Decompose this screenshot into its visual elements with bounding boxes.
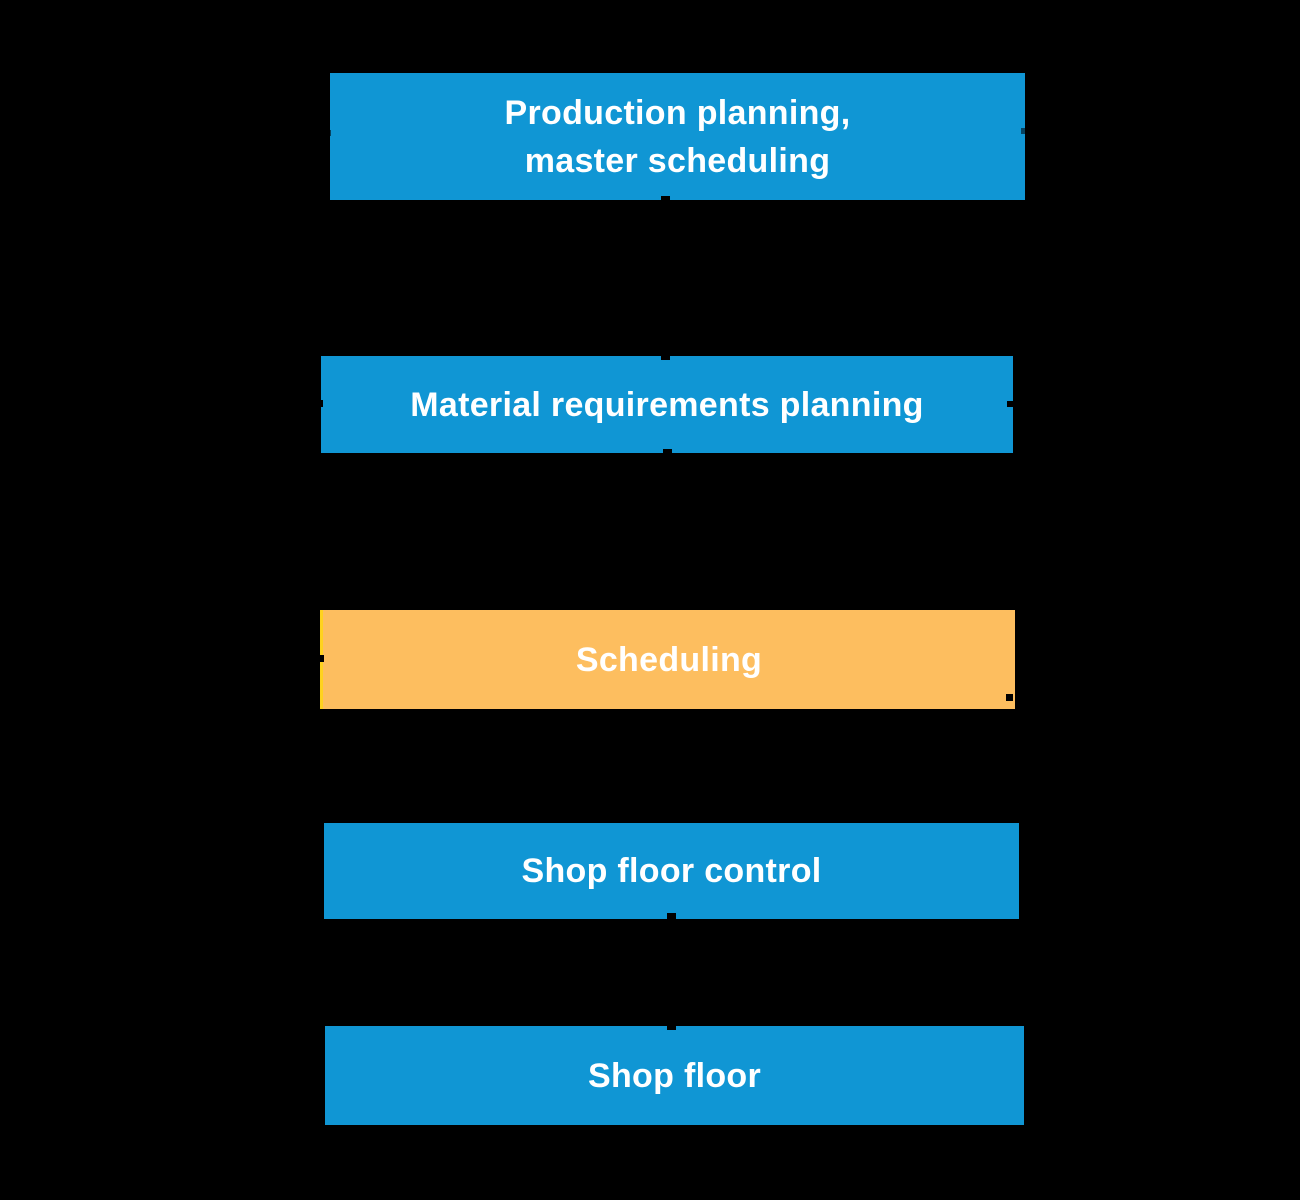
arrow-tip-icon [318, 655, 324, 662]
arrow-tip-icon [661, 356, 670, 360]
arrow-tip-icon [663, 449, 672, 454]
box-label-line: Material requirements planning [410, 385, 924, 424]
flow-box-shop-floor: Shop floor [325, 1026, 1024, 1125]
arrow-tip-icon [661, 196, 670, 201]
box-label-line: master scheduling [524, 141, 831, 180]
flow-box-scheduling: Scheduling [320, 610, 1015, 709]
arrow-tip-icon [1007, 401, 1014, 407]
arrow-tip-icon [327, 130, 331, 136]
box-label-line: Scheduling [575, 640, 763, 679]
box-label-line: Shop floor control [521, 852, 822, 890]
arrow-tip-icon [667, 913, 676, 919]
flow-box-shop-floor-control: Shop floor control [324, 823, 1019, 919]
arrow-tip-icon [1021, 128, 1025, 134]
box-label-line: Production planning, [504, 93, 851, 132]
arrow-tip-icon [1006, 694, 1013, 701]
flow-box-material-requirements-planning: Material requirements planning [321, 356, 1013, 453]
flow-box-production-planning: Production planning, master scheduling [330, 73, 1025, 200]
arrow-tip-icon [667, 1026, 676, 1030]
box-label-line: Shop floor [588, 1056, 761, 1095]
arrow-tip-icon [317, 400, 323, 407]
